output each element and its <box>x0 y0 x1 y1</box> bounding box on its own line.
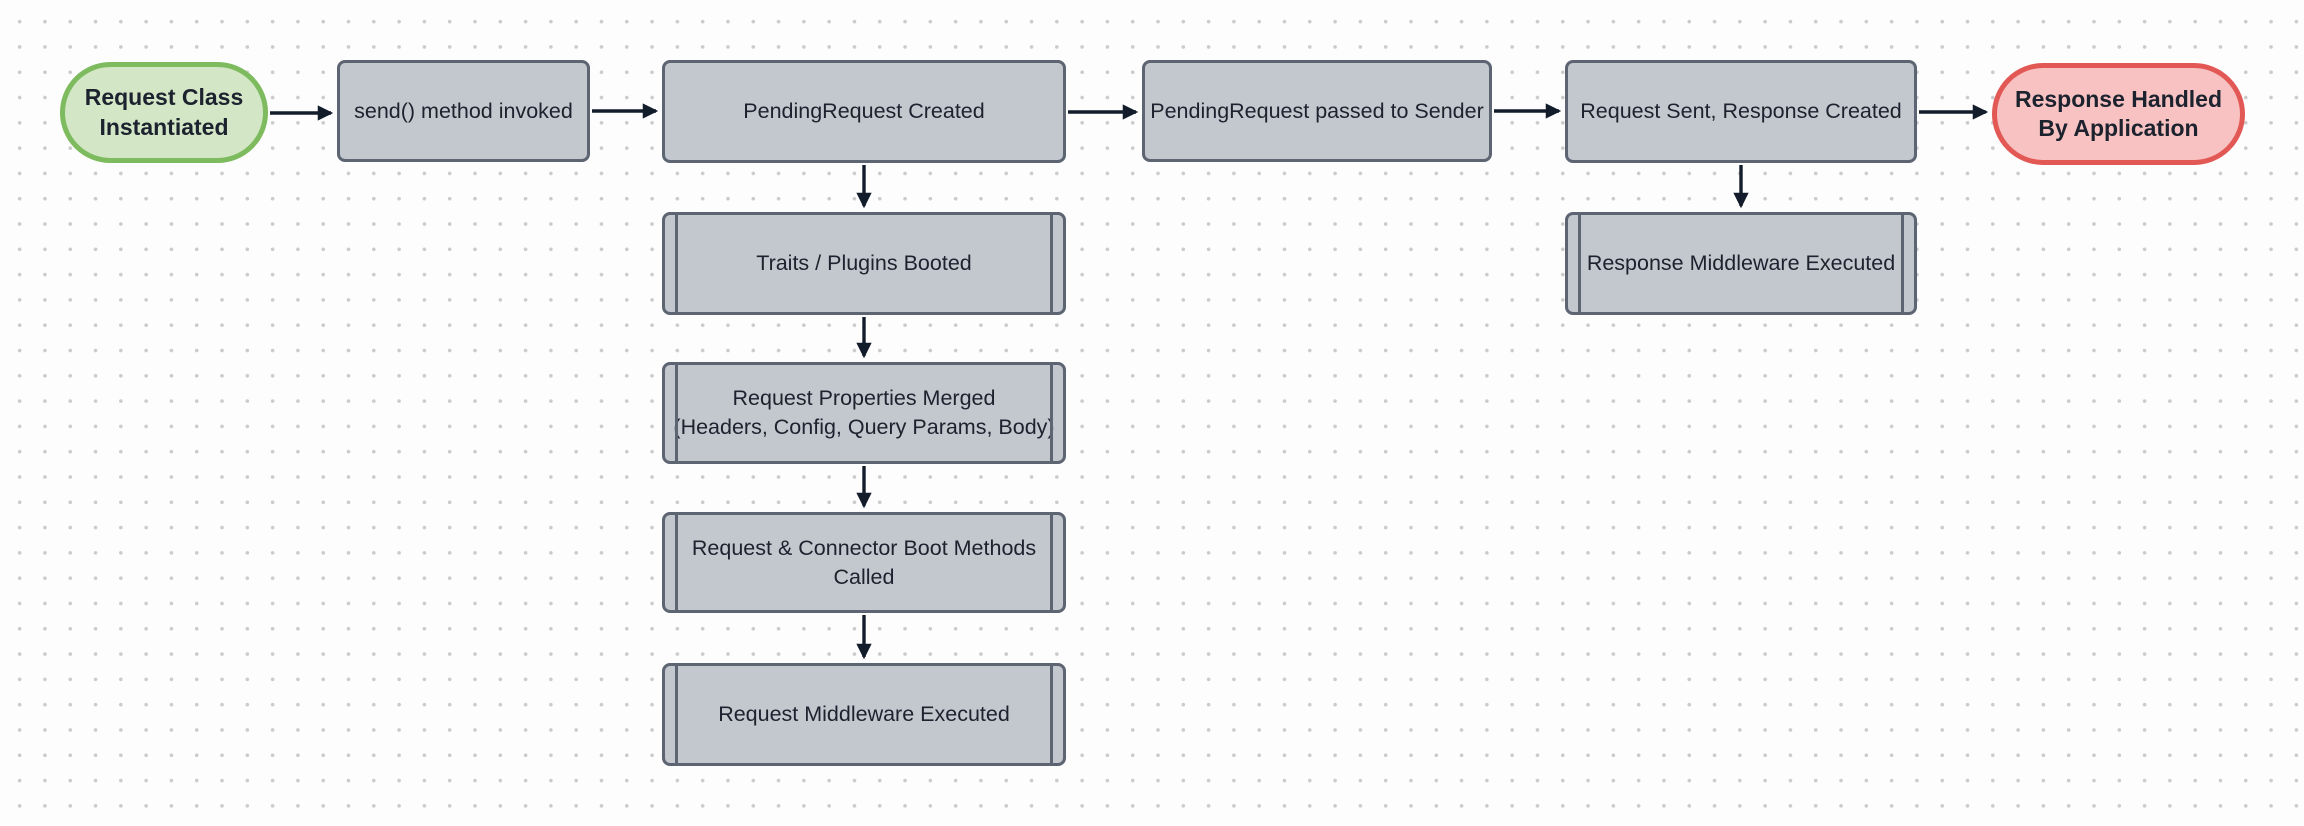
node-label: Request Class <box>84 84 244 111</box>
node-response-middleware-executed: Response Middleware Executed <box>1565 212 1917 315</box>
node-label: Request & Connector Boot Methods <box>691 535 1037 560</box>
node-request-class-instantiated: Request Class Instantiated <box>60 62 268 163</box>
node-pending-request-passed-to-sender: PendingRequest passed to Sender <box>1142 60 1492 162</box>
node-request-middleware-executed: Request Middleware Executed <box>662 663 1066 766</box>
node-label: send() method invoked <box>354 98 573 123</box>
node-label: PendingRequest Created <box>743 99 985 124</box>
node-label: Traits / Plugins Booted <box>756 251 972 276</box>
node-label: Request Properties Merged <box>732 386 996 411</box>
node-label: Response Handled <box>2014 85 2223 112</box>
node-request-sent-response-created: Request Sent, Response Created <box>1565 60 1917 163</box>
node-label: Called <box>833 564 895 589</box>
node-request-connector-boot-methods-called: Request & Connector Boot Methods Called <box>662 512 1066 613</box>
node-response-handled-by-application: Response Handled By Application <box>1992 63 2245 165</box>
node-label: Instantiated <box>99 113 229 140</box>
node-label: Response Middleware Executed <box>1586 251 1896 276</box>
node-label: PendingRequest passed to Sender <box>1150 98 1484 123</box>
node-pending-request-created: PendingRequest Created <box>662 60 1066 163</box>
node-label: Request Sent, Response Created <box>1580 99 1902 124</box>
node-traits-plugins-booted: Traits / Plugins Booted <box>662 212 1066 315</box>
node-request-properties-merged: Request Properties Merged (Headers, Conf… <box>662 362 1066 464</box>
node-send-method-invoked: send() method invoked <box>337 60 590 162</box>
node-label: (Headers, Config, Query Params, Body) <box>673 415 1055 439</box>
node-label: Request Middleware Executed <box>718 702 1010 727</box>
node-label: By Application <box>2038 115 2199 141</box>
